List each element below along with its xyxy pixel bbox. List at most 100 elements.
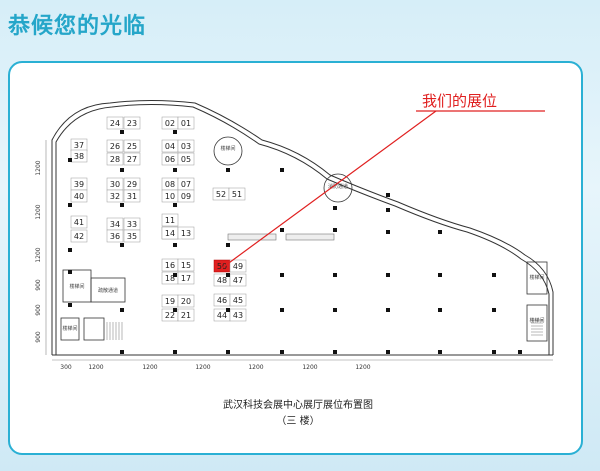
booth-box (177, 271, 195, 285)
pillar (173, 168, 177, 172)
booth-15: 15 (177, 258, 195, 272)
plan-caption-floor: （三 楼） (276, 414, 319, 427)
booth-number: 39 (74, 180, 84, 189)
booth-box (177, 116, 195, 130)
pillar (280, 350, 284, 354)
pillar (386, 208, 390, 212)
booth-number: 37 (74, 141, 84, 150)
booth-number: 07 (181, 180, 191, 189)
booth-box (229, 259, 247, 273)
booth-number: 09 (181, 192, 191, 201)
booth-52: 52 (212, 187, 230, 201)
booth-51: 51 (228, 187, 246, 201)
pillar (120, 308, 124, 312)
pillar (173, 308, 177, 312)
booth-number: 18 (165, 274, 175, 283)
booth-number: 50 (217, 262, 227, 271)
booth-number: 35 (127, 232, 137, 241)
booth-number: 04 (165, 142, 175, 151)
booth-number: 42 (74, 232, 84, 241)
booth-08: 08 (161, 177, 179, 191)
pillar (120, 168, 124, 172)
booth-38: 38 (70, 149, 88, 163)
booth-number: 05 (181, 155, 191, 164)
booth-number: 15 (181, 261, 191, 270)
room-label-stair-3: 楼梯间 (62, 325, 77, 332)
booth-box (161, 213, 179, 227)
pillar (120, 130, 124, 134)
booth-box (70, 215, 88, 229)
booth-box (106, 139, 124, 153)
booth-number: 40 (74, 192, 84, 201)
booth-box (177, 139, 195, 153)
pillar (333, 308, 337, 312)
pillar (226, 350, 230, 354)
booth-09: 09 (177, 189, 195, 203)
booth-number: 43 (233, 311, 243, 320)
booth-26: 26 (106, 139, 124, 153)
booth-number: 29 (127, 180, 137, 189)
dimension-label: 1200 (142, 364, 157, 371)
booth-box (106, 152, 124, 166)
pillar (280, 273, 284, 277)
pillar (438, 350, 442, 354)
dimension-label: 1200 (355, 364, 370, 371)
callout-line (221, 110, 437, 269)
booth-number: 06 (165, 155, 175, 164)
booth-number: 27 (127, 155, 137, 164)
booth-box (70, 189, 88, 203)
pillar (120, 243, 124, 247)
dimension-label: 900 (35, 279, 42, 291)
pillar-layer (68, 130, 522, 354)
booth-35: 35 (123, 229, 141, 243)
booth-number: 36 (110, 232, 120, 241)
booth-number: 08 (165, 180, 175, 189)
booth-number: 45 (233, 296, 243, 305)
pillar (68, 270, 72, 274)
pillar (386, 273, 390, 277)
booth-11: 11 (161, 213, 179, 227)
dimension-label: 300 (60, 364, 72, 371)
booth-number: 20 (181, 297, 191, 306)
floor-plan-card (8, 61, 583, 455)
dimension-label: 1200 (35, 247, 42, 262)
railings (227, 233, 335, 241)
booth-box (228, 187, 246, 201)
pillar (68, 248, 72, 252)
booth-box (177, 294, 195, 308)
stair-rooms (60, 136, 548, 342)
booth-number: 14 (165, 229, 175, 238)
booth-47: 47 (229, 273, 247, 287)
booth-number: 34 (110, 220, 120, 229)
booth-45: 45 (229, 293, 247, 307)
booth-number: 47 (233, 276, 243, 285)
booth-number: 33 (127, 220, 137, 229)
booth-49: 49 (229, 259, 247, 273)
booth-13: 13 (177, 226, 195, 240)
dimension-label: 1200 (88, 364, 103, 371)
booth-42: 42 (70, 229, 88, 243)
pillar (333, 273, 337, 277)
booth-box (123, 139, 141, 153)
pillar (68, 203, 72, 207)
booth-01: 01 (177, 116, 195, 130)
pillar (280, 228, 284, 232)
booth-box (70, 149, 88, 163)
room-label-stair-5: 楼梯间 (529, 317, 544, 324)
pillar (438, 273, 442, 277)
pillar (173, 203, 177, 207)
pillar (120, 203, 124, 207)
booth-box (106, 229, 124, 243)
booth-32: 32 (106, 189, 124, 203)
room-label-stair-2: 楼梯间 (69, 283, 84, 290)
room-label-fire-exit: 消防通道 (328, 183, 348, 190)
booth-box (106, 189, 124, 203)
pillar (492, 308, 496, 312)
booth-number: 02 (165, 119, 175, 128)
pillar (492, 350, 496, 354)
booth-box (123, 116, 141, 130)
booth-box (123, 152, 141, 166)
pillar (226, 168, 230, 172)
